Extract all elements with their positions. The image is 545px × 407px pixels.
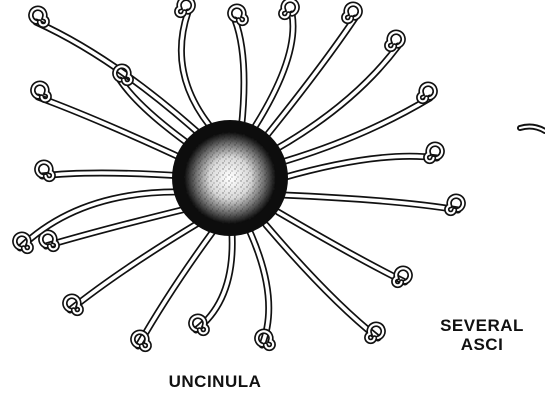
appendage-stroke	[260, 46, 398, 158]
uncinula-label: UNCINULA	[140, 372, 290, 392]
appendage-stroke	[245, 14, 293, 142]
appendage-stroke	[278, 212, 405, 282]
several-asci-label-line1: SEVERAL	[420, 316, 544, 335]
ascocarp	[172, 120, 288, 236]
appendage-stroke	[20, 192, 184, 248]
several-asci-label: SEVERAL ASCI	[420, 316, 544, 354]
ascus-fragment	[520, 127, 545, 131]
several-asci-label-line2: ASCI	[420, 335, 544, 354]
appendage-stroke	[245, 14, 293, 142]
appendage-stroke	[260, 46, 398, 158]
